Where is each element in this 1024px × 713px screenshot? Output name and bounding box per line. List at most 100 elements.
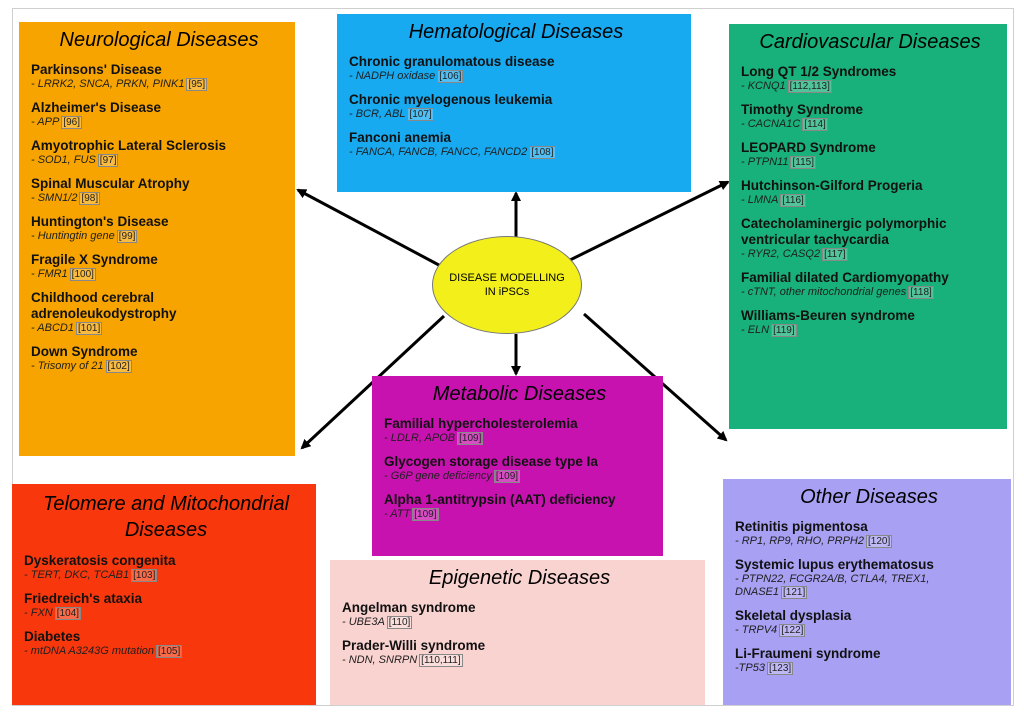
disease-item: Familial dilated Cardiomyopathy- cTNT, o… (741, 270, 999, 299)
disease-genes-line: - PTPN11[115] (741, 156, 999, 169)
disease-genes: - ATT (384, 508, 411, 520)
disease-genes-line: - mtDNA A3243G mutation[105] (24, 645, 308, 658)
disease-item: Angelman syndrome- UBE3A[110] (342, 600, 697, 629)
reference-tag: [95] (186, 78, 208, 91)
disease-genes-line: - APP[96] (31, 116, 287, 129)
reference-tag: [115] (790, 156, 816, 169)
hematological-diseases-box: Hematological Diseases Chronic granuloma… (337, 14, 691, 192)
disease-genes: - mtDNA A3243G mutation (24, 645, 155, 657)
disease-item: Childhood cerebral adrenoleukodystrophy-… (31, 290, 287, 335)
disease-genes-line: - CACNA1C[114] (741, 118, 999, 131)
box-title: Cardiovascular Diseases (759, 31, 981, 53)
disease-name: Dyskeratosis congenita (24, 553, 176, 568)
disease-genes-line: - BCR, ABL[107] (349, 108, 683, 121)
disease-genes-line: - SMN1/2[98] (31, 192, 287, 205)
other-diseases-box: Other Diseases Retinitis pigmentosa- RP1… (723, 479, 1011, 705)
disease-name: Chronic granulomatous disease (349, 54, 555, 69)
disease-genes-line: - RYR2, CASQ2[117] (741, 248, 999, 261)
disease-item: Friedreich's ataxia- FXN[104] (24, 591, 308, 620)
disease-genes-line: - Huntingtin gene[99] (31, 230, 287, 243)
neurological-diseases-box: Neurological Diseases Parkinsons' Diseas… (19, 22, 295, 456)
reference-tag: [104] (54, 607, 81, 620)
reference-tag: [110] (386, 616, 413, 629)
disease-name: Childhood cerebral adrenoleukodystrophy (31, 290, 177, 321)
box-title: Hematological Diseases (408, 21, 624, 43)
disease-genes-line: - cTNT, other mitochondrial genes[118] (741, 286, 999, 299)
disease-genes: - RYR2, CASQ2 (741, 248, 821, 260)
reference-tag: [109] (412, 508, 439, 521)
disease-item: Parkinsons' Disease- LRRK2, SNCA, PRKN, … (31, 62, 287, 91)
disease-name: Long QT 1/2 Syndromes (741, 64, 897, 79)
reference-tag: [109] (457, 432, 484, 445)
reference-tag: [116] (780, 194, 806, 207)
disease-genes-line: -TP53[123] (735, 662, 1003, 675)
disease-item: Huntington's Disease- Huntingtin gene[99… (31, 214, 287, 243)
disease-genes-line: - LRRK2, SNCA, PRKN, PINK1[95] (31, 78, 287, 91)
reference-tag: [96] (61, 116, 83, 129)
disease-genes: - FANCA, FANCB, FANCC, FANCD2 (349, 146, 528, 158)
disease-genes-line: - ATT[109] (384, 508, 655, 521)
disease-genes-line: - ELN[119] (741, 324, 999, 337)
reference-tag: [105] (156, 645, 183, 658)
disease-item: Chronic myelogenous leukemia- BCR, ABL[1… (349, 92, 683, 121)
center-label: DISEASE MODELLING IN iPSCs (449, 272, 565, 298)
disease-genes: - APP (31, 116, 60, 128)
disease-name: Chronic myelogenous leukemia (349, 92, 553, 107)
reference-tag: [112,113] (787, 80, 832, 93)
disease-genes-line: - Trisomy of 21[102] (31, 360, 287, 373)
disease-genes: - FMR1 (31, 268, 68, 280)
box-title: Other Diseases (800, 486, 938, 508)
disease-name: Li-Fraumeni syndrome (735, 646, 881, 661)
disease-item: Diabetes- mtDNA A3243G mutation[105] (24, 629, 308, 658)
disease-item: Catecholaminergic polymorphic ventricula… (741, 216, 999, 261)
disease-name: Skeletal dysplasia (735, 608, 852, 623)
disease-genes: - ELN (741, 324, 770, 336)
cardiovascular-diseases-box: Cardiovascular Diseases Long QT 1/2 Synd… (729, 24, 1007, 429)
disease-name: Spinal Muscular Atrophy (31, 176, 190, 191)
disease-item: Familial hypercholesterolemia- LDLR, APO… (384, 416, 655, 445)
box-title: Telomere and Mitochondrial Diseases (42, 493, 290, 541)
disease-genes-line: - RP1, RP9, RHO, PRPH2[120] (735, 535, 1003, 548)
reference-tag: [120] (865, 535, 893, 548)
disease-item: Williams-Beuren syndrome- ELN[119] (741, 308, 999, 337)
disease-genes: - SOD1, FUS (31, 154, 96, 166)
box-title: Metabolic Diseases (432, 383, 607, 405)
disease-item: Long QT 1/2 Syndromes- KCNQ1[112,113] (741, 64, 999, 93)
disease-genes: - cTNT, other mitochondrial genes (741, 286, 907, 298)
reference-tag: [122] (779, 624, 806, 637)
disease-genes: - PTPN22, FCGR2A/B, CTLA4, TREX1, DNASE1 (735, 573, 930, 598)
reference-tag: [99] (116, 230, 138, 243)
disease-name: Williams-Beuren syndrome (741, 308, 915, 323)
disease-genes-line: - ABCD1[101] (31, 322, 287, 335)
disease-genes: - Trisomy of 21 (31, 360, 104, 372)
disease-genes: - NDN, SNRPN (342, 654, 418, 666)
disease-genes: - ABCD1 (31, 322, 74, 334)
disease-genes: - NADPH oxidase (349, 70, 436, 82)
disease-genes-line: - UBE3A[110] (342, 616, 697, 629)
reference-tag: [106] (437, 70, 464, 83)
disease-item: Fanconi anemia- FANCA, FANCB, FANCC, FAN… (349, 130, 683, 159)
disease-item: Hutchinson-Gilford Progeria- LMNA[116] (741, 178, 999, 207)
disease-genes-line: - SOD1, FUS[97] (31, 154, 287, 167)
disease-genes: - UBE3A (342, 616, 385, 628)
disease-item: Alzheimer's Disease- APP[96] (31, 100, 287, 129)
reference-tag: [109] (493, 470, 521, 483)
disease-name: Hutchinson-Gilford Progeria (741, 178, 923, 193)
arrow-to-cardiovascular (565, 180, 730, 264)
disease-genes: -TP53 (735, 662, 765, 674)
arrow-to-neurological (296, 188, 453, 274)
reference-tag: [107] (407, 108, 434, 121)
disease-genes-line: - LDLR, APOB[109] (384, 432, 655, 445)
disease-name: Huntington's Disease (31, 214, 169, 229)
disease-item: LEOPARD Syndrome- PTPN11[115] (741, 140, 999, 169)
disease-genes-line: - G6P gene deficiency[109] (384, 470, 655, 483)
disease-genes-line: - TERT, DKC, TCAB1[103] (24, 569, 308, 582)
disease-genes-line: - FXN[104] (24, 607, 308, 620)
disease-name: Down Syndrome (31, 344, 138, 359)
disease-name: Familial dilated Cardiomyopathy (741, 270, 949, 285)
disease-genes: - G6P gene deficiency (384, 470, 492, 482)
disease-genes: - BCR, ABL (349, 108, 406, 120)
disease-item: Skeletal dysplasia- TRPV4[122] (735, 608, 1003, 637)
epigenetic-diseases-box: Epigenetic Diseases Angelman syndrome- U… (330, 560, 705, 705)
disease-item: Li-Fraumeni syndrome-TP53[123] (735, 646, 1003, 675)
